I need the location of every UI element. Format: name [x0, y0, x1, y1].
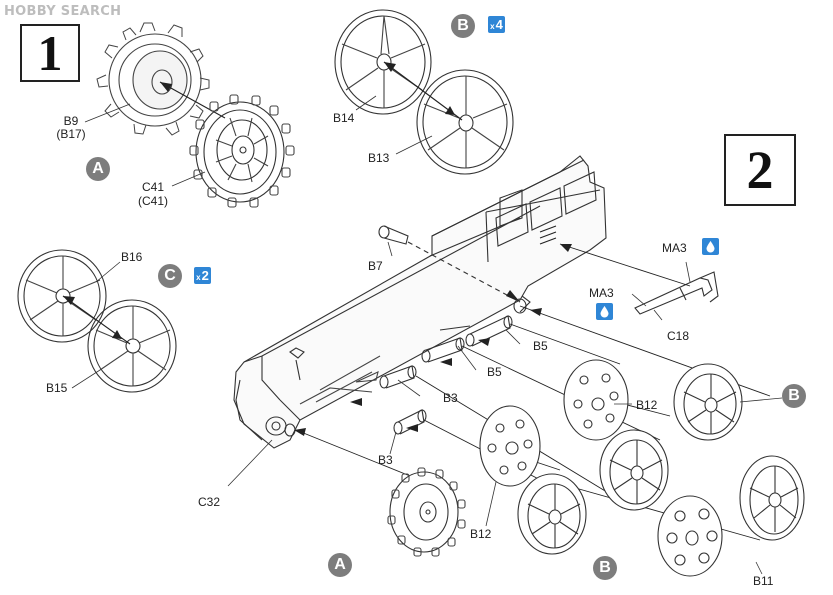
- multiplier-2: x 2: [194, 267, 211, 284]
- label-b11: B11: [753, 574, 774, 588]
- label-b7: B7: [368, 259, 383, 273]
- multiplier-4-value: 4: [495, 17, 503, 32]
- sprocket-b9-drawing: [96, 22, 226, 136]
- wheel-pair-b14-b13: [334, 9, 514, 175]
- chassis-frame-drawing: [233, 155, 607, 449]
- callout-b-bottom: B: [593, 556, 617, 580]
- glue-drop-icon: [702, 238, 719, 255]
- multiplier-2-value: 2: [201, 268, 209, 283]
- label-b3-lower: B3: [378, 453, 393, 467]
- label-ma3-upper: MA3: [662, 241, 687, 255]
- sprocket-c41-drawing: [189, 94, 295, 208]
- sprocket-bottom: [387, 467, 466, 557]
- step-number-1: 1: [20, 24, 80, 82]
- label-b3-upper: B3: [443, 391, 458, 405]
- callout-b-right: B: [782, 384, 806, 408]
- road-wheels: [517, 363, 805, 577]
- label-ma3-lower: MA3: [589, 286, 614, 300]
- label-b12-upper: B12: [636, 398, 658, 412]
- label-c18: C18: [667, 329, 690, 343]
- callout-c: C: [158, 264, 182, 288]
- wheel-pair-b16-b15: [17, 249, 177, 393]
- callout-a-step1: A: [86, 157, 110, 181]
- label-b17: (B17): [56, 127, 86, 141]
- label-b15: B15: [46, 381, 68, 395]
- wheel-disc-b12-upper: [563, 359, 629, 441]
- label-c41-paren: (C41): [137, 194, 168, 208]
- label-c32: C32: [198, 495, 221, 509]
- watermark-logo: HOBBY SEARCH: [4, 4, 122, 19]
- wheel-disc-b12-lower: [479, 405, 541, 487]
- label-b5-upper: B5: [533, 339, 548, 353]
- glue-drop-icon: [596, 303, 613, 320]
- label-b9: B9: [63, 114, 79, 128]
- label-c41: C41: [141, 180, 164, 194]
- multiplier-4: x 4: [488, 16, 505, 33]
- x-count-icon: x: [490, 22, 495, 31]
- label-b16: B16: [121, 250, 143, 264]
- label-b5-lower: B5: [487, 365, 502, 379]
- callout-b-top: B: [451, 14, 475, 38]
- label-b14: B14: [333, 111, 355, 125]
- label-b13: B13: [368, 151, 390, 165]
- step-number-2: 2: [724, 134, 796, 206]
- callout-a-bottom: A: [328, 553, 352, 577]
- small-parts-drawing: [284, 225, 719, 437]
- x-count-icon: x: [196, 273, 201, 282]
- label-b12-lower: B12: [470, 527, 492, 541]
